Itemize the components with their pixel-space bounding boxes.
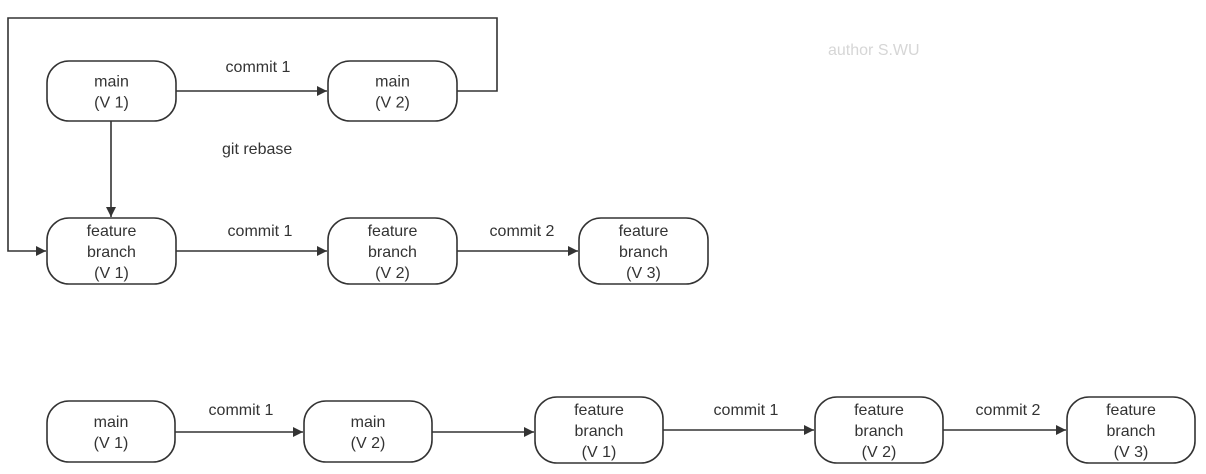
bottom-node-b_main_v1: main (V 1)	[46, 400, 176, 463]
top-edge-label-0: commit 1	[226, 59, 291, 76]
node-label-line: feature	[87, 223, 137, 240]
bottom-node-b_feat_v3: feature branch (V 3)	[1066, 396, 1196, 464]
node-box	[327, 60, 458, 122]
top-edge-label-4: commit 2	[490, 223, 555, 240]
node-label-line: main	[375, 74, 410, 91]
bottom-edge-label-0: commit 1	[209, 402, 274, 419]
node-label-line: (V 1)	[94, 265, 129, 282]
author-watermark: author S.WU	[828, 42, 920, 59]
node-label-line: branch	[87, 244, 136, 261]
node-label-line: main	[94, 74, 129, 91]
node-box	[46, 217, 177, 285]
node-box	[578, 217, 709, 285]
node-label-line: (V 1)	[582, 444, 617, 461]
git-rebase-annotation: git rebase	[222, 141, 292, 158]
node-label-line: (V 2)	[351, 435, 386, 452]
top-node-t_feat_v2: feature branch (V 2)	[327, 217, 458, 285]
node-box	[46, 400, 176, 463]
top-node-t_feat_v1: feature branch (V 1)	[46, 217, 177, 285]
node-label-line: feature	[1106, 402, 1156, 419]
node-label-line: (V 3)	[1114, 444, 1149, 461]
node-label-line: (V 3)	[626, 265, 661, 282]
bottom-node-b_feat_v2: feature branch (V 2)	[814, 396, 944, 464]
bottom-node-b_feat_v1: feature branch (V 1)	[534, 396, 664, 464]
node-box	[327, 217, 458, 285]
top-edge-t_main_v2-to-t_feat_v1	[7, 17, 498, 256]
bottom-edge-label-3: commit 2	[976, 402, 1041, 419]
node-box	[814, 396, 944, 464]
top-node-t_main_v2: main (V 2)	[327, 60, 458, 122]
top-edge-label-3: commit 1	[228, 223, 293, 240]
node-label-line: branch	[619, 244, 668, 261]
node-box	[46, 60, 177, 122]
node-label-line: main	[94, 414, 129, 431]
node-label-line: branch	[855, 423, 904, 440]
node-label-line: feature	[368, 223, 418, 240]
node-label-line: (V 2)	[375, 95, 410, 112]
node-label-line: feature	[619, 223, 669, 240]
node-label-line: (V 2)	[375, 265, 410, 282]
node-label-line: (V 2)	[862, 444, 897, 461]
node-label-line: (V 1)	[94, 95, 129, 112]
node-box	[534, 396, 664, 464]
node-box	[1066, 396, 1196, 464]
node-box	[303, 400, 433, 463]
node-label-line: (V 1)	[94, 435, 129, 452]
node-label-line: main	[351, 414, 386, 431]
node-label-line: feature	[574, 402, 624, 419]
bottom-node-b_main_v2: main (V 2)	[303, 400, 433, 463]
top-node-t_main_v1: main (V 1)	[46, 60, 177, 122]
node-label-line: branch	[1107, 423, 1156, 440]
node-label-line: feature	[854, 402, 904, 419]
bottom-edge-label-2: commit 1	[714, 402, 779, 419]
node-label-line: branch	[575, 423, 624, 440]
top-node-t_feat_v3: feature branch (V 3)	[578, 217, 709, 285]
node-label-line: branch	[368, 244, 417, 261]
